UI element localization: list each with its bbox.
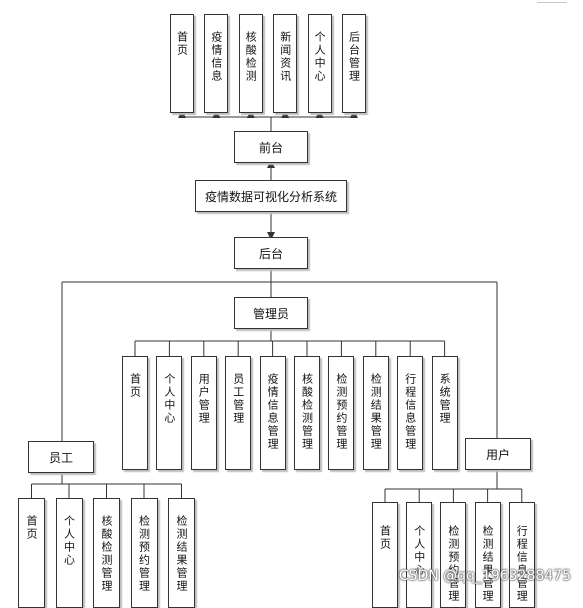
frontend-module-label: 核酸检测 bbox=[244, 31, 258, 83]
frontend-module-label: 疫情信息 bbox=[209, 31, 223, 83]
frontend-module-2: 疫情信息 bbox=[204, 14, 229, 113]
admin-module-3: 用户管理 bbox=[190, 356, 217, 470]
staff-module-5: 检测结果管理 bbox=[168, 498, 195, 608]
system-node: 疫情数据可视化分析系统 bbox=[195, 180, 347, 212]
system-label: 疫情数据可视化分析系统 bbox=[204, 189, 337, 204]
admin-module-label: 首页 bbox=[128, 373, 142, 399]
admin-label: 管理员 bbox=[252, 306, 289, 321]
user-module-2: 个人中心 bbox=[406, 502, 433, 608]
admin-module-2: 个人中心 bbox=[156, 356, 183, 470]
frontend-module-label: 首页 bbox=[175, 31, 189, 57]
admin-module-label: 行程信息管理 bbox=[403, 373, 417, 451]
frontend-module-label: 个人中心 bbox=[313, 31, 327, 83]
corner-mark bbox=[537, 2, 567, 3]
user-module-1: 首页 bbox=[372, 502, 398, 608]
user-module-label: 检测结果管理 bbox=[481, 525, 495, 603]
backend-node: 后台 bbox=[234, 237, 308, 269]
user-node: 用户 bbox=[465, 438, 531, 470]
admin-module-8: 检测结果管理 bbox=[362, 356, 389, 470]
user-module-5: 行程信息管理 bbox=[508, 502, 535, 608]
staff-label: 员工 bbox=[48, 450, 73, 465]
staff-module-label: 首页 bbox=[25, 515, 38, 541]
frontend-module-5: 个人中心 bbox=[307, 14, 332, 113]
admin-module-7: 检测预约管理 bbox=[328, 356, 355, 470]
admin-module-label: 核酸检测管理 bbox=[300, 373, 314, 451]
user-module-label: 个人中心 bbox=[412, 525, 426, 577]
admin-module-label: 检测预约管理 bbox=[334, 373, 348, 451]
user-module-4: 检测结果管理 bbox=[474, 502, 501, 608]
admin-module-5: 疫情信息管理 bbox=[259, 356, 286, 470]
admin-node: 管理员 bbox=[234, 297, 308, 329]
user-module-label: 检测预约管理 bbox=[446, 525, 460, 603]
admin-module-4: 员工管理 bbox=[225, 356, 252, 470]
staff-module-4: 检测预约管理 bbox=[130, 498, 158, 608]
connector-lines bbox=[31, 110, 523, 502]
user-module-3: 检测预约管理 bbox=[440, 502, 467, 608]
admin-module-label: 用户管理 bbox=[197, 373, 211, 425]
admin-module-label: 系统管理 bbox=[438, 373, 452, 425]
frontend-module-4: 新闻资讯 bbox=[273, 14, 298, 113]
user-label: 用户 bbox=[485, 447, 510, 462]
admin-module-label: 疫情信息管理 bbox=[266, 373, 280, 451]
admin-module-label: 员工管理 bbox=[231, 373, 245, 425]
staff-module-label: 检测结果管理 bbox=[175, 515, 188, 593]
frontend-label: 前台 bbox=[258, 140, 283, 155]
staff-module-label: 个人中心 bbox=[62, 515, 76, 567]
admin-module-10: 系统管理 bbox=[431, 356, 458, 470]
frontend-module-label: 新闻资讯 bbox=[278, 31, 292, 83]
watermark: CSDN @qq_1963288475 bbox=[398, 568, 571, 584]
frontend-module-1: 首页 bbox=[170, 14, 194, 113]
frontend-module-label: 后台管理 bbox=[347, 31, 361, 83]
backend-label: 后台 bbox=[258, 246, 283, 261]
frontend-module-6: 后台管理 bbox=[342, 14, 366, 113]
admin-module-6: 核酸检测管理 bbox=[294, 356, 320, 470]
staff-node: 员工 bbox=[28, 441, 94, 473]
staff-module-2: 个人中心 bbox=[55, 498, 83, 608]
user-module-label: 行程信息管理 bbox=[515, 525, 529, 603]
admin-module-label: 个人中心 bbox=[162, 373, 176, 425]
admin-module-label: 检测结果管理 bbox=[369, 373, 383, 451]
frontend-module-3: 核酸检测 bbox=[238, 14, 263, 113]
staff-module-label: 核酸检测管理 bbox=[100, 515, 113, 593]
staff-module-3: 核酸检测管理 bbox=[93, 498, 120, 608]
staff-module-1: 首页 bbox=[18, 498, 45, 608]
system-architecture-diagram: 首页疫情信息核酸检测新闻资讯个人中心后台管理首页个人中心用户管理员工管理疫情信息… bbox=[18, 2, 571, 608]
frontend-node: 前台 bbox=[234, 131, 308, 163]
staff-module-label: 检测预约管理 bbox=[137, 515, 151, 593]
admin-module-1: 首页 bbox=[122, 356, 148, 470]
user-module-label: 首页 bbox=[378, 525, 392, 551]
admin-module-9: 行程信息管理 bbox=[397, 356, 424, 470]
